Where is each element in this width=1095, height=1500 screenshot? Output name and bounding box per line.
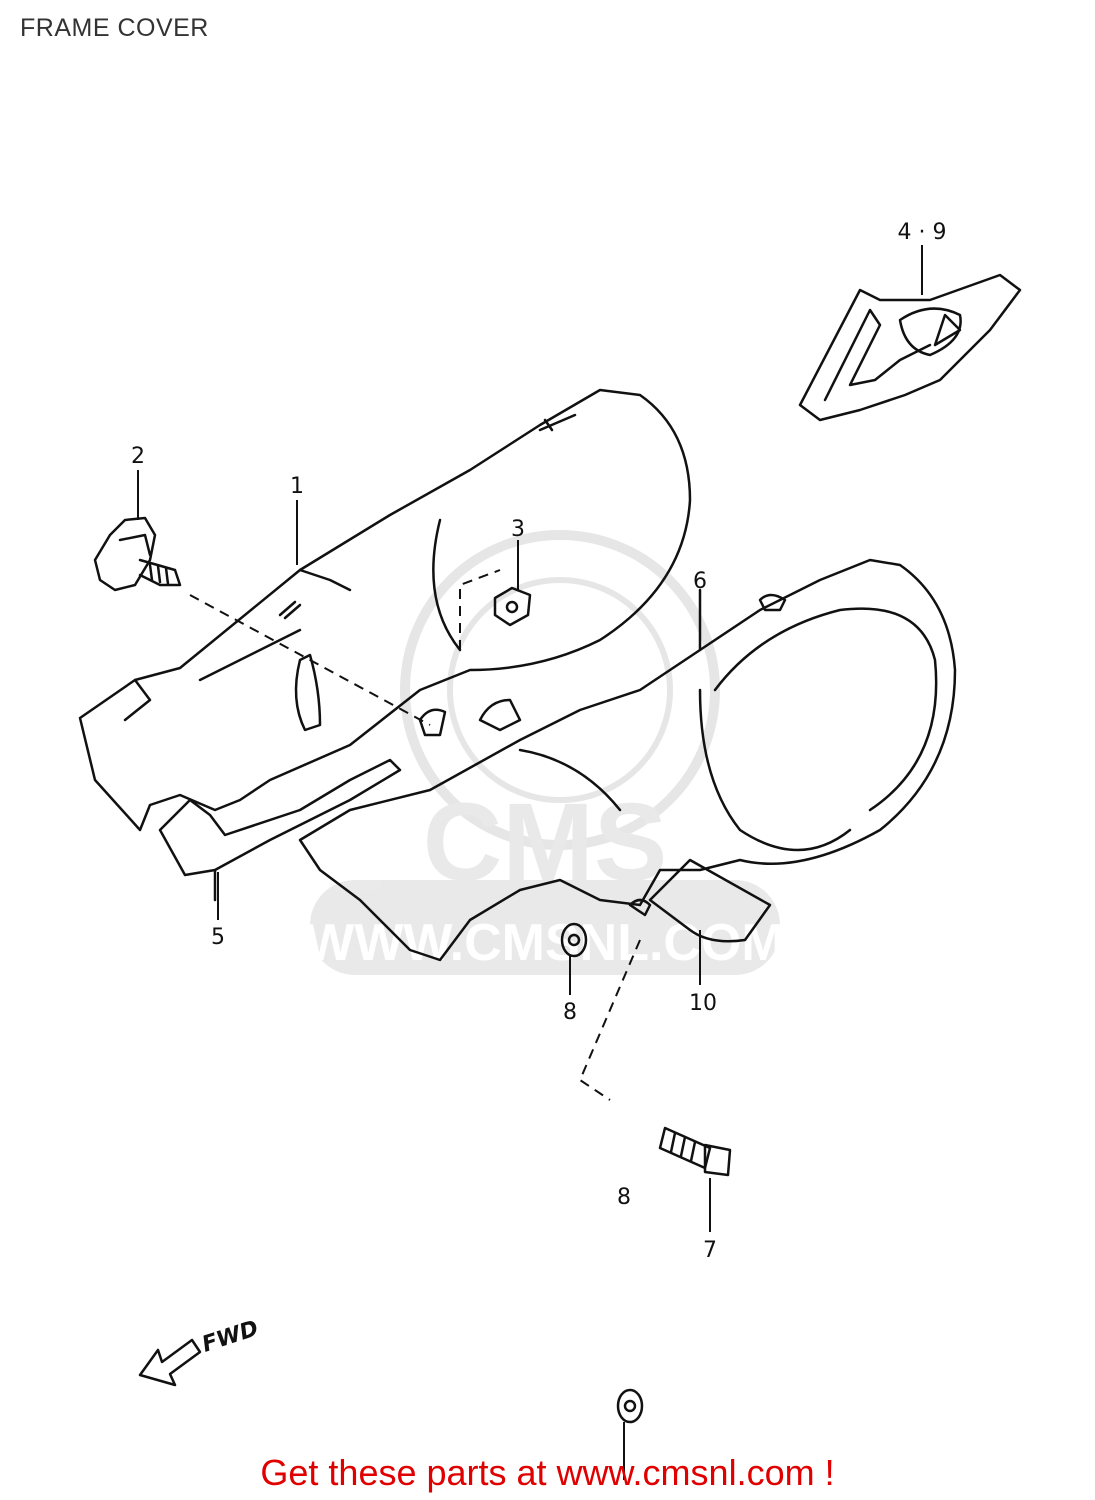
callout-part-8-lower: 8 — [617, 1185, 631, 1210]
callout-labels: 1 2 3 4 · 9 5 6 7 8 8 10 — [131, 220, 946, 1263]
callout-part-1: 1 — [290, 474, 304, 499]
callout-part-3: 3 — [511, 517, 525, 542]
fwd-label: FWD — [199, 1316, 261, 1358]
watermark-brand: CMS — [423, 781, 667, 904]
callout-part-2: 2 — [131, 444, 145, 469]
callout-part-5: 5 — [211, 925, 225, 950]
fwd-arrow-icon — [138, 1338, 202, 1387]
footer-parts-link[interactable]: Get these parts at www.cmsnl.com ! — [260, 1452, 835, 1493]
grommet-hole-upper — [418, 708, 447, 737]
washer-part-8-upper — [560, 922, 588, 958]
grommet-hole-lower — [628, 898, 652, 917]
frame-cover-lower-part-5 — [158, 758, 402, 902]
washer-part-8-lower — [616, 1388, 644, 1424]
decal-part-4-9 — [798, 273, 1022, 422]
frame-cover-left-part-1 — [78, 388, 692, 832]
page-title: FRAME COVER — [20, 14, 209, 42]
callout-part-4-9: 4 · 9 — [898, 220, 947, 245]
clamp-screw-part-2 — [93, 516, 182, 592]
frame-cover-right-part-6 — [298, 558, 957, 962]
nut-part-3 — [493, 586, 532, 627]
assembly-lines — [189, 569, 641, 1101]
callout-part-7: 7 — [703, 1238, 717, 1263]
watermark-url: WWW.CMSNL.COM — [305, 914, 784, 972]
callout-part-6: 6 — [693, 569, 707, 594]
bolt-part-7 — [658, 1126, 732, 1177]
callout-part-10: 10 — [689, 991, 717, 1016]
leader-lines — [137, 245, 923, 1480]
callout-part-8-upper: 8 — [563, 1000, 577, 1025]
cmsnl-watermark: CMS WWW.CMSNL.COM — [305, 530, 785, 975]
